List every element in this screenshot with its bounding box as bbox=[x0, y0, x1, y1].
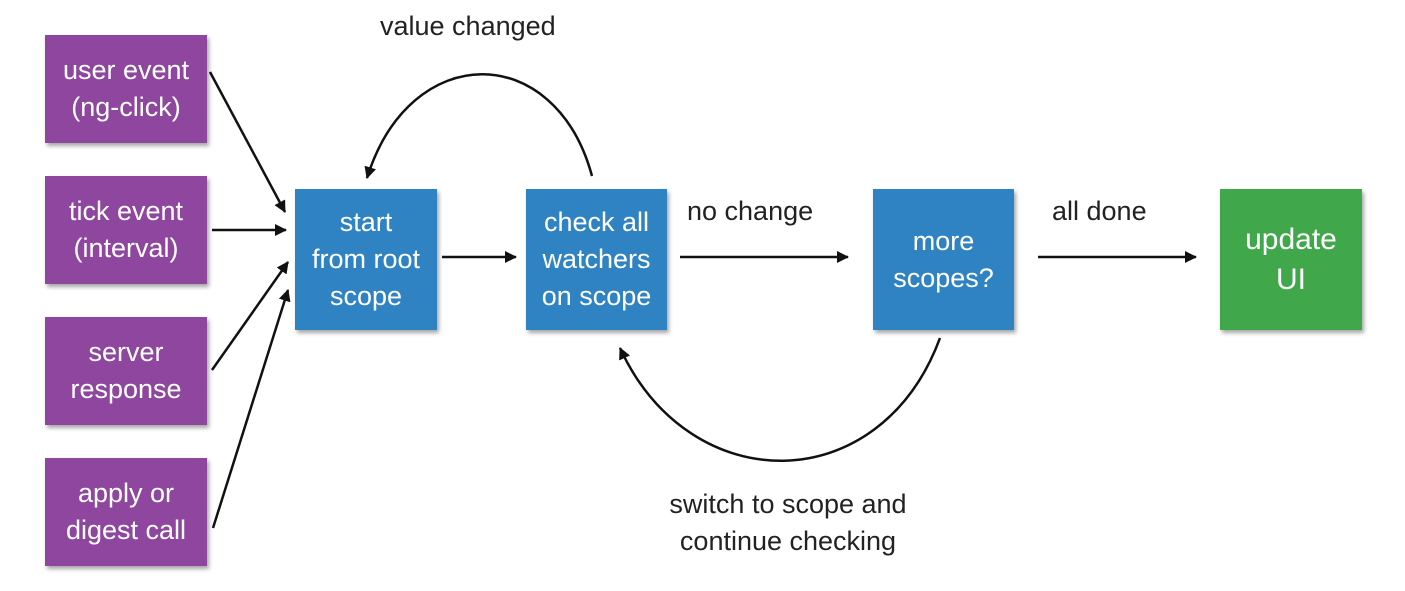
node-line: UI bbox=[1276, 262, 1306, 296]
node-line: scope bbox=[329, 281, 403, 311]
step-start-from-root: start from root scope bbox=[295, 189, 437, 330]
source-tick-event: tick event (interval) bbox=[45, 176, 207, 284]
arrow-switch-scope-loop bbox=[618, 337, 942, 462]
node-line: digest call bbox=[65, 515, 187, 545]
node-line: update bbox=[1245, 222, 1337, 256]
label-no-change: no change bbox=[687, 196, 814, 226]
node-line: server bbox=[88, 337, 164, 367]
step-more-scopes: more scopes? bbox=[873, 189, 1014, 330]
arrow-apply-digest-to-start bbox=[211, 289, 291, 529]
node-line: (interval) bbox=[73, 233, 179, 263]
node-line: apply or bbox=[77, 478, 175, 508]
node-line: scopes? bbox=[893, 262, 994, 293]
arrow-server-response-to-start bbox=[210, 261, 290, 371]
label-all-done: all done bbox=[1052, 196, 1147, 226]
node-line: more bbox=[912, 225, 975, 256]
arrow-value-changed-loop bbox=[364, 73, 594, 179]
node-line: user event bbox=[62, 55, 190, 85]
arrow-user-event-to-start bbox=[208, 71, 287, 213]
source-apply-digest: apply or digest call bbox=[45, 458, 207, 566]
step-check-watchers: check all watchers on scope bbox=[526, 189, 667, 330]
node-line: tick event bbox=[68, 196, 184, 226]
source-server-response: server response bbox=[45, 317, 207, 425]
label-line: continue checking bbox=[679, 526, 897, 556]
step-update-ui: update UI bbox=[1220, 189, 1362, 330]
node-line: on scope bbox=[541, 281, 652, 311]
label-line: switch to scope and bbox=[669, 489, 907, 519]
node-line: from root bbox=[311, 244, 421, 274]
source-user-event: user event (ng-click) bbox=[45, 35, 207, 143]
node-line: response bbox=[70, 374, 182, 404]
node-line: start bbox=[339, 207, 393, 237]
label-value-changed: value changed bbox=[380, 11, 556, 41]
label-switch-scope: switch to scope and continue checking bbox=[640, 486, 936, 560]
node-line: check all bbox=[543, 207, 650, 237]
node-line: watchers bbox=[542, 244, 651, 274]
node-line: (ng-click) bbox=[71, 92, 181, 122]
